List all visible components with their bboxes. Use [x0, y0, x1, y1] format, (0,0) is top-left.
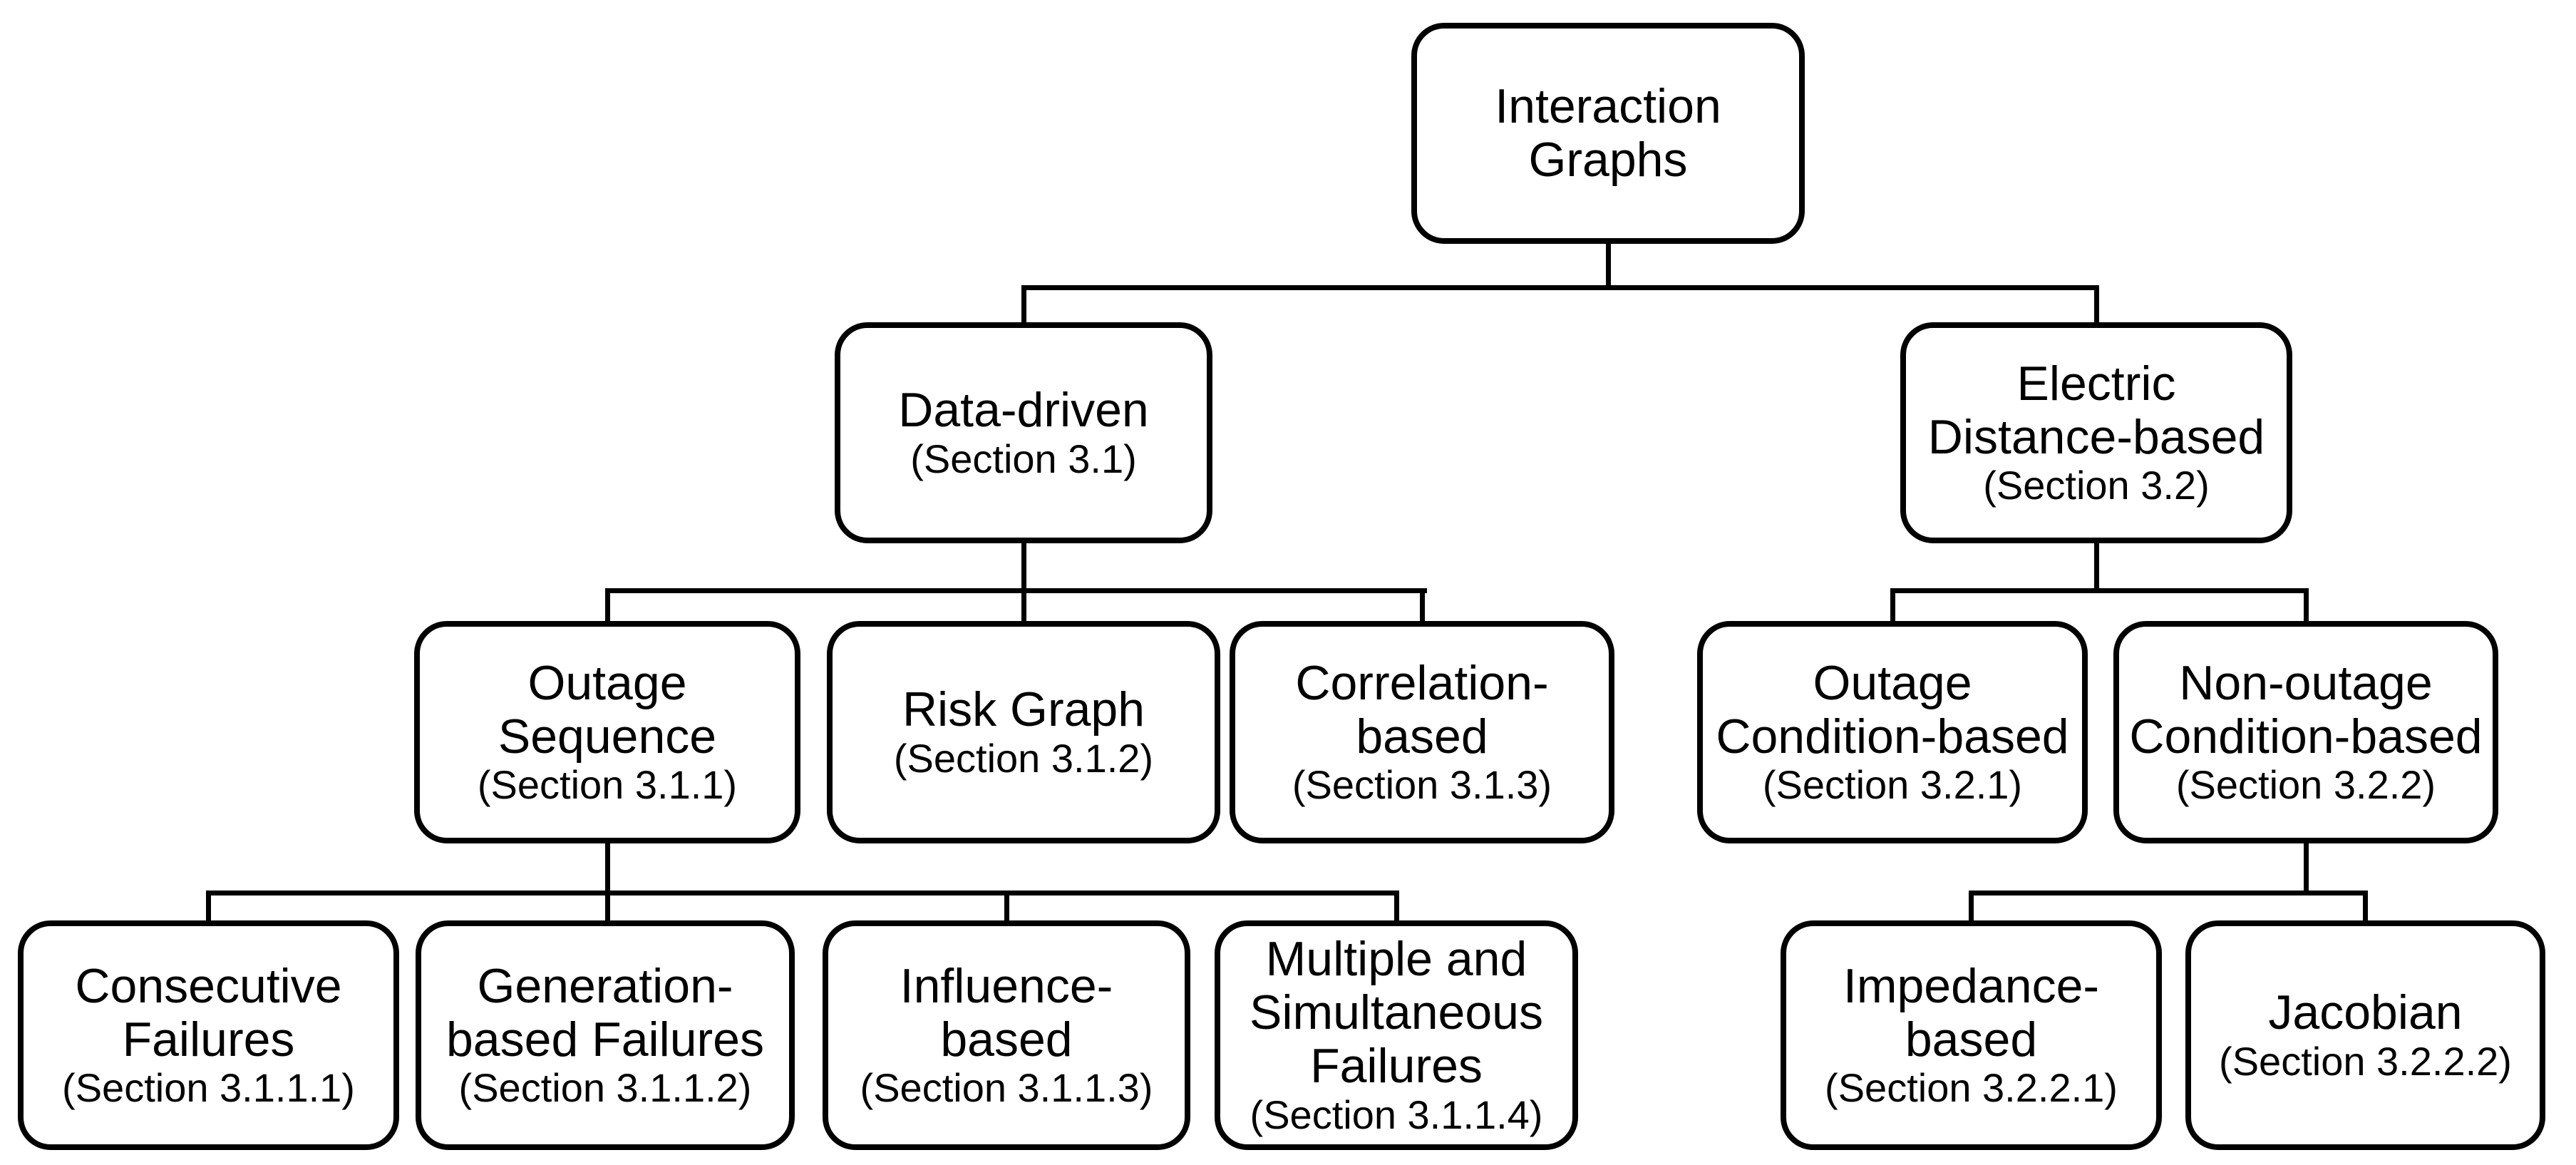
- connector-influence-based-drop: [1004, 891, 1009, 922]
- connector-electric-distance-stem: [2094, 542, 2099, 593]
- node-data-driven-label: Data-driven: [898, 383, 1149, 438]
- node-influence-based-label: Influence- based: [900, 958, 1113, 1067]
- node-electric-distance-based-section: (Section 3.2): [1983, 463, 2210, 508]
- node-correlation-based-label: Correlation- based: [1295, 655, 1549, 764]
- node-non-outage-condition-based: Non-outage Condition-based (Section 3.2.…: [2113, 621, 2498, 843]
- connector-data-driven-stem: [1021, 542, 1026, 622]
- node-risk-graph-section: (Section 3.1.2): [893, 736, 1154, 781]
- node-outage-sequence-section: (Section 3.1.1): [477, 762, 738, 808]
- connector-multiple-failures-drop: [1394, 891, 1399, 922]
- node-data-driven-section: (Section 3.1): [910, 436, 1137, 482]
- connector-outage-condition-drop: [1890, 588, 1895, 624]
- connector-outage-sequence-drop: [605, 588, 610, 624]
- node-multiple-simultaneous-failures-label: Multiple and Simultaneous Failures: [1249, 932, 1544, 1094]
- node-generation-based-failures: Generation- based Failures (Section 3.1.…: [416, 920, 795, 1150]
- node-electric-distance-based: Electric Distance-based (Section 3.2): [1900, 322, 2292, 543]
- connector-impedance-based-drop: [1969, 891, 1974, 922]
- node-correlation-based: Correlation- based (Section 3.1.3): [1230, 621, 1614, 843]
- node-electric-distance-based-label: Electric Distance-based: [1927, 356, 2265, 464]
- node-consecutive-failures-section: (Section 3.1.1.1): [62, 1065, 355, 1111]
- connector-outage-sequence-stem: [605, 842, 610, 922]
- connector-consecutive-failures-drop: [206, 891, 211, 922]
- node-generation-based-failures-label: Generation- based Failures: [445, 958, 765, 1067]
- node-influence-based-section: (Section 3.1.1.3): [860, 1065, 1153, 1111]
- node-outage-sequence-label: Outage Sequence: [498, 655, 717, 764]
- node-data-driven: Data-driven (Section 3.1): [835, 322, 1212, 543]
- node-interaction-graphs-label: Interaction Graphs: [1495, 79, 1721, 187]
- node-correlation-based-section: (Section 3.1.3): [1292, 762, 1552, 808]
- node-generation-based-failures-section: (Section 3.1.1.2): [458, 1065, 752, 1111]
- node-interaction-graphs: Interaction Graphs: [1411, 23, 1805, 244]
- node-outage-condition-based-section: (Section 3.2.1): [1762, 762, 2023, 808]
- node-outage-sequence: Outage Sequence (Section 3.1.1): [414, 621, 800, 843]
- connector-non-outage-stem: [2304, 842, 2309, 895]
- node-consecutive-failures: Consecutive Failures (Section 3.1.1.1): [18, 920, 399, 1150]
- node-multiple-simultaneous-failures: Multiple and Simultaneous Failures (Sect…: [1215, 920, 1578, 1150]
- node-non-outage-condition-based-section: (Section 3.2.2): [2175, 762, 2436, 808]
- connector-root-stem: [1606, 242, 1611, 289]
- node-influence-based: Influence- based (Section 3.1.1.3): [823, 920, 1190, 1150]
- node-jacobian-label: Jacobian: [2268, 985, 2463, 1040]
- node-outage-condition-based: Outage Condition-based (Section 3.2.1): [1697, 621, 2088, 843]
- node-jacobian: Jacobian (Section 3.2.2.2): [2185, 920, 2545, 1150]
- connector-electric-distance-drop: [2094, 285, 2099, 324]
- connector-level2-bar: [1021, 285, 2098, 290]
- connector-data-driven-drop: [1021, 285, 1026, 324]
- connector-correlation-based-drop: [1420, 588, 1425, 624]
- node-impedance-based: Impedance- based (Section 3.2.2.1): [1781, 920, 2162, 1150]
- node-impedance-based-label: Impedance- based: [1843, 958, 2100, 1067]
- node-jacobian-section: (Section 3.2.2.2): [2219, 1039, 2512, 1084]
- connector-jacobian-drop: [2363, 891, 2368, 922]
- node-consecutive-failures-label: Consecutive Failures: [75, 958, 342, 1067]
- node-risk-graph-label: Risk Graph: [902, 682, 1145, 737]
- node-risk-graph: Risk Graph (Section 3.1.2): [827, 621, 1220, 843]
- node-impedance-based-section: (Section 3.2.2.1): [1825, 1065, 2118, 1111]
- node-non-outage-condition-based-label: Non-outage Condition-based: [2129, 655, 2483, 764]
- connector-level3-left-bar: [605, 588, 1427, 593]
- connector-level4-left-bar: [206, 891, 1399, 895]
- connector-level3-right-bar: [1890, 588, 2309, 593]
- node-multiple-simultaneous-failures-section: (Section 3.1.1.4): [1250, 1092, 1543, 1137]
- connector-non-outage-condition-drop: [2304, 588, 2309, 624]
- node-outage-condition-based-label: Outage Condition-based: [1716, 655, 2069, 764]
- connector-level4-right-bar: [1969, 891, 2368, 895]
